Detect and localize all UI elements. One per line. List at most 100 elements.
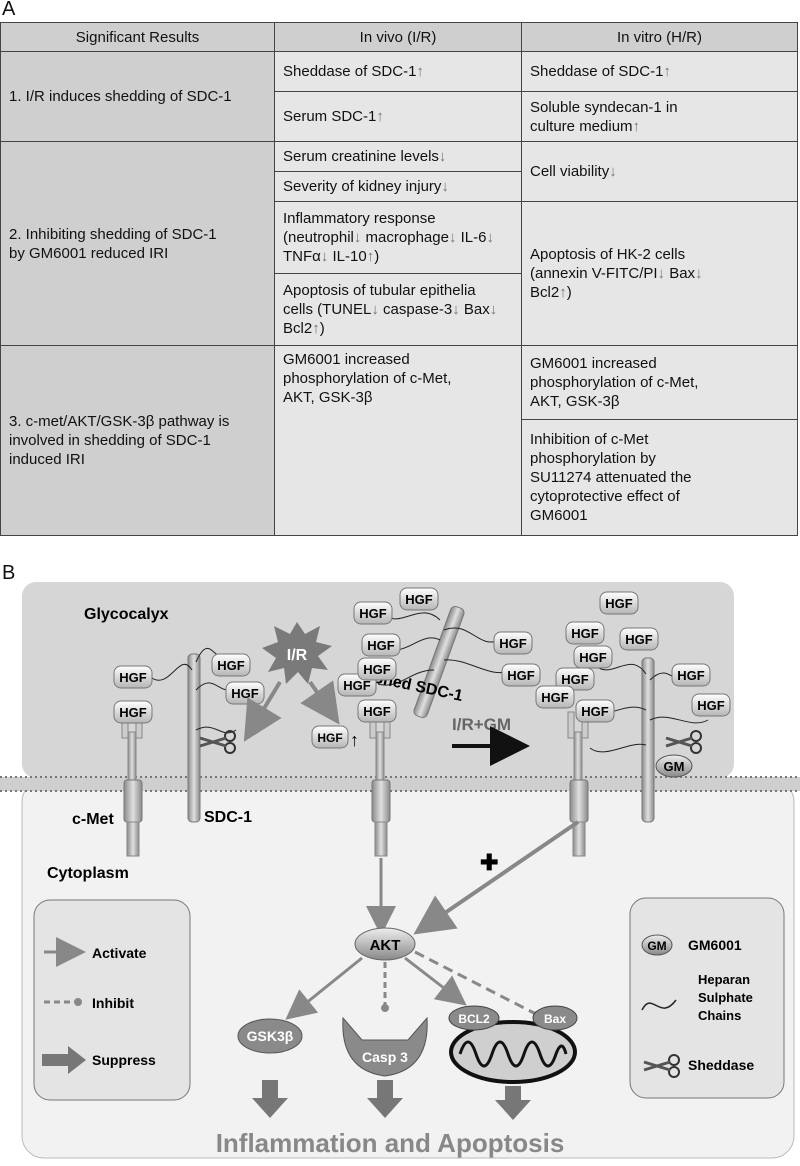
svg-text:HGF: HGF (579, 650, 607, 665)
akt-to-gsk3b-arrow (285, 956, 363, 1020)
table-cell: Severity of kidney injury↓ (274, 171, 522, 202)
table-cell: Serum SDC-1↑ (274, 91, 522, 142)
hgf-bubble: HGF (691, 693, 731, 717)
table-cell: Cell viability↓ (521, 141, 798, 202)
down-arrow: ↓ (448, 229, 457, 246)
hgf-bubble: HGF (493, 631, 533, 655)
down-arrow: ↓ (452, 301, 460, 318)
hgf-bubble: HGF (599, 591, 639, 615)
table-row: Severity of kidney injury↓ (1, 171, 798, 202)
cell-text: SU11274 attenuated the (530, 469, 692, 486)
hgf-bubble: HGF (113, 665, 153, 689)
legend-activate: Activate (92, 945, 147, 961)
svg-text:GSK3β: GSK3β (247, 1028, 294, 1044)
bcl2-node: BCL2 (448, 1005, 500, 1031)
svg-text:HGF: HGF (499, 636, 527, 651)
table-cell: Sheddase of SDC-1↑ (274, 51, 522, 92)
svg-text:HGF: HGF (677, 668, 705, 683)
cell-text: Serum creatinine levels (283, 148, 439, 165)
cell-text: cells (TUNEL (283, 301, 372, 318)
svg-text:HGF: HGF (317, 731, 342, 745)
hgf-increase-bubble: HGF (311, 725, 349, 749)
glycocalyx-label: Glycocalyx (84, 606, 169, 623)
result-text: 1. I/R induces shedding of SDC-1 (9, 88, 232, 105)
hgf-bubble: HGF (225, 681, 265, 705)
hgf-bubble: HGF (535, 685, 575, 709)
legend-heparan-2: Sulphate (698, 990, 753, 1005)
panel-b-label: B (2, 562, 16, 584)
pathway-diagram: Glycocalyx Cytoplasm c-Met SDC-1 HGF HGF… (0, 570, 800, 1161)
svg-text:Bax: Bax (544, 1012, 566, 1026)
left-sdc1-core (187, 653, 201, 823)
cell-text: macrophage (361, 229, 449, 246)
up-arrow: ↑ (663, 63, 671, 80)
hgf-bubble: HGF (357, 699, 397, 723)
hgf-bubble: HGF (565, 621, 605, 645)
cell-text: Bcl2 (283, 320, 313, 337)
result-text: induced IRI (9, 451, 85, 468)
svg-text:GM: GM (664, 759, 685, 774)
cell-text: AKT, GSK-3β (283, 389, 373, 406)
header-in-vivo: In vivo (I/R) (274, 22, 522, 52)
svg-text:HGF: HGF (217, 658, 245, 673)
right-sdc1-core (641, 657, 655, 823)
table-row: Apoptosis of tubular epithelia cells (TU… (1, 273, 798, 346)
result-text: 3. c-met/AKT/GSK-3β pathway is (9, 413, 230, 430)
cell-text: phosphorylation by (530, 450, 656, 467)
result-text: involved in shedding of SDC-1 (9, 432, 211, 449)
hgf-bubble: HGF (113, 700, 153, 724)
result-text: 2. Inhibiting shedding of SDC-1 (9, 225, 217, 243)
legend-heparan-3: Chains (698, 1008, 741, 1023)
cell-text: Bax (665, 265, 696, 282)
legend-left: Activate Inhibit Suppress (33, 899, 191, 1101)
table-row: 3. c-met/AKT/GSK-3β pathway is involved … (0, 345, 798, 536)
up-arrow: ↑ (350, 730, 359, 750)
table-cell: Inhibition of c-Met phosphorylation by S… (521, 419, 798, 536)
hgf-bubble: HGF (361, 633, 401, 657)
gm-inhibitor-badge: GM (655, 754, 693, 778)
down-arrow: ↓ (371, 301, 379, 318)
akt-node: AKT (354, 927, 416, 961)
hgf-bubble: HGF (619, 627, 659, 651)
cell-text: ) (319, 320, 325, 337)
cell-text: Soluble syndecan-1 in (530, 98, 678, 116)
up-arrow: ↑ (376, 108, 384, 125)
plus-icon: ✚ (480, 850, 498, 875)
cell-text: Cell viability (530, 163, 610, 180)
hgf-bubble: HGF (353, 601, 393, 625)
table-cell: GM6001 increased phosphorylation of c-Me… (521, 345, 798, 420)
cell-text: (neutrophil (283, 229, 354, 246)
cell-text: phosphorylation of c-Met, (283, 370, 452, 387)
cell-text: Sheddase of SDC-1 (283, 63, 417, 80)
cell-text: Bcl2 (530, 284, 560, 301)
results-table: Significant Results In vivo (I/R) In vit… (0, 22, 798, 536)
svg-text:HGF: HGF (571, 626, 599, 641)
cell-text: Inhibition of c-Met (530, 431, 649, 448)
gsk3b-node: GSK3β (237, 1018, 303, 1054)
ir-gm-label: I/R+GM (452, 715, 511, 734)
suppress-arrow (367, 1080, 403, 1118)
legend-gm-badge: GM (647, 939, 666, 953)
cell-text: GM6001 increased (530, 355, 657, 372)
table-header-row: Significant Results In vivo (I/R) In vit… (0, 22, 798, 52)
svg-text:HGF: HGF (363, 662, 391, 677)
table-cell: Serum creatinine levels↓ (274, 141, 522, 172)
cell-text: Inflammatory response (283, 210, 436, 227)
hgf-bubble: HGF (357, 657, 397, 681)
cell-text: ) (566, 284, 572, 301)
sheddase-icon (199, 730, 236, 754)
up-arrow: ↑ (366, 248, 375, 265)
right-cmet-receptor (567, 711, 589, 857)
result-cell-3: 3. c-met/AKT/GSK-3β pathway is involved … (0, 345, 275, 536)
ir-to-sdc1-arrow (243, 680, 282, 742)
mitochondrion (449, 1020, 577, 1084)
hgf-bubble: HGF (211, 653, 251, 677)
up-arrow: ↑ (559, 284, 567, 301)
svg-text:HGF: HGF (581, 704, 609, 719)
hgf-bubble: HGF (671, 663, 711, 687)
ir-starburst: I/R (262, 622, 332, 684)
